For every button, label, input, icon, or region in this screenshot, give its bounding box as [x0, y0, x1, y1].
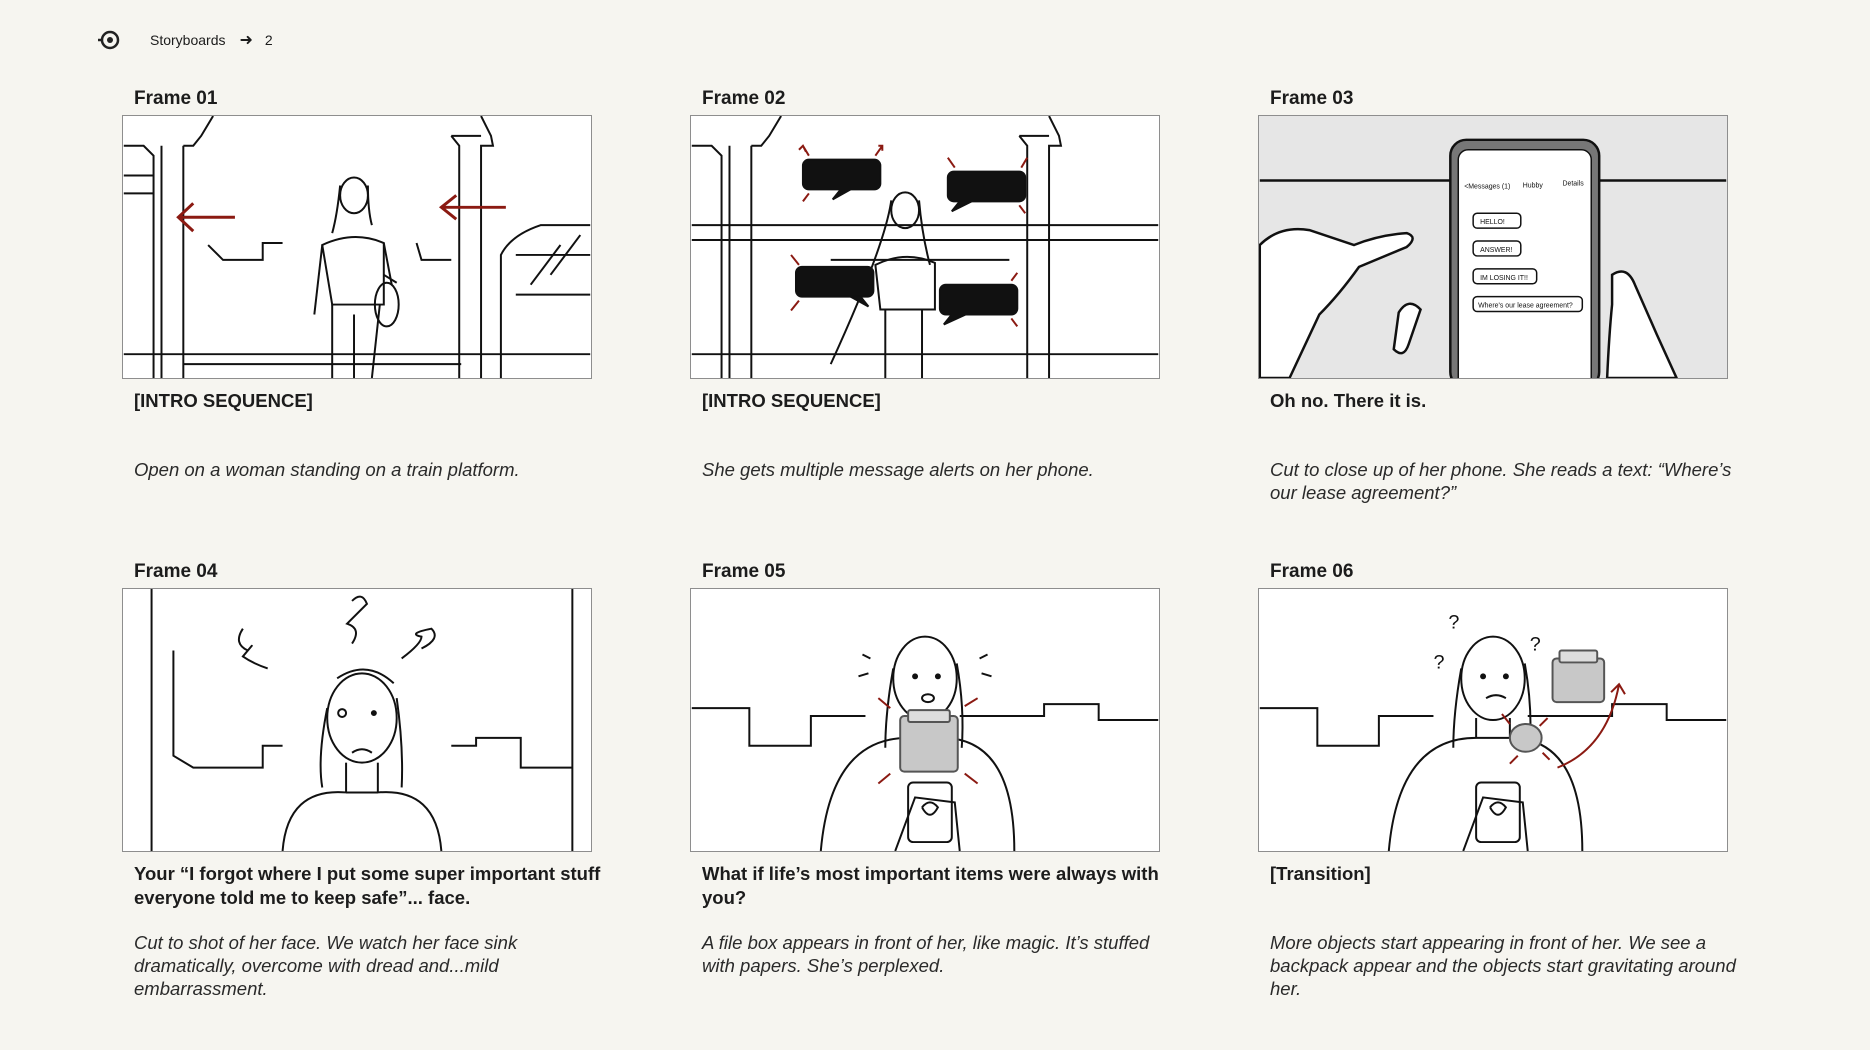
breadcrumb-storyboards-link[interactable]: Storyboards — [150, 32, 226, 48]
frame-sketch-file-box-appears[interactable] — [690, 588, 1160, 852]
frame-caption: What if life’s most important items were… — [702, 863, 1159, 908]
frame-description: Cut to close up of her phone. She reads … — [1270, 459, 1732, 503]
frame-sketch-phone-closeup[interactable]: <Messages (1) Hubby Details HELLO! ANSWE… — [1258, 115, 1728, 379]
frame-sketch-face-sink[interactable] — [122, 588, 592, 852]
frame-description: Open on a woman standing on a train plat… — [134, 459, 520, 480]
phone-message-3: IM LOSING IT!! — [1480, 275, 1528, 282]
frame-title: Frame 04 — [134, 561, 218, 582]
phone-message-2: ANSWER! — [1480, 247, 1512, 254]
arrow-right-icon: ➜ — [239, 32, 253, 49]
frame-title: Frame 02 — [702, 88, 786, 109]
frame-caption: [INTRO SEQUENCE] — [134, 390, 313, 411]
phone-header-back: <Messages (1) — [1464, 183, 1510, 190]
svg-text:?: ? — [1530, 634, 1541, 656]
eye-logo-icon[interactable] — [96, 28, 122, 52]
frame-sketch-train-platform[interactable] — [122, 115, 592, 379]
phone-message-1: HELLO! — [1480, 219, 1505, 226]
frame-caption: [INTRO SEQUENCE] — [702, 390, 881, 411]
breadcrumb: Storyboards ➜ 2 — [96, 28, 273, 52]
frame-sketch-objects-gravitate[interactable]: ? ? ? — [1258, 588, 1728, 852]
frame-caption: [Transition] — [1270, 863, 1371, 884]
frame-title: Frame 06 — [1270, 561, 1354, 582]
phone-header-details: Details — [1562, 180, 1584, 187]
frame-description: A file box appears in front of her, like… — [702, 932, 1150, 976]
frame-description: She gets multiple message alerts on her … — [702, 459, 1094, 480]
svg-text:?: ? — [1433, 651, 1444, 673]
phone-message-4: Where's our lease agreement? — [1478, 303, 1573, 310]
frame-sketch-message-alerts[interactable] — [690, 115, 1160, 379]
frame-description: Cut to shot of her face. We watch her fa… — [134, 932, 518, 999]
svg-text:?: ? — [1448, 612, 1459, 634]
frame-title: Frame 03 — [1270, 88, 1354, 109]
frame-title: Frame 01 — [134, 88, 218, 109]
breadcrumb-page-number: 2 — [264, 32, 273, 48]
frame-title: Frame 05 — [702, 561, 786, 582]
frame-caption: Oh no. There it is. — [1270, 390, 1427, 411]
frame-caption: Your “I forgot where I put some super im… — [134, 863, 601, 908]
frame-description: More objects start appearing in front of… — [1270, 932, 1736, 999]
phone-header-name: Hubby — [1523, 182, 1544, 189]
